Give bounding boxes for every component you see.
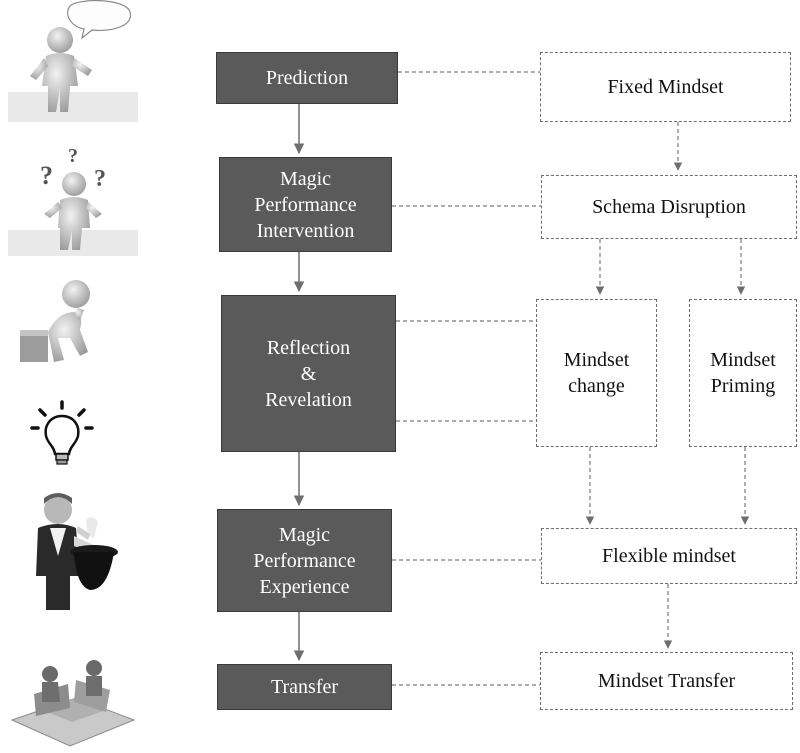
boy-magician-icon xyxy=(36,493,118,610)
puzzle-figures-icon xyxy=(10,660,136,747)
flexible-mindset-box: Flexible mindset xyxy=(541,528,797,584)
prediction-box: Prediction xyxy=(216,52,398,104)
mindset-change-box: Mindset change xyxy=(536,299,657,447)
lightbulb-icon xyxy=(30,400,94,465)
mindset-priming-box: Mindset Priming xyxy=(689,299,797,447)
svg-text:?: ? xyxy=(40,161,53,190)
thinking-figure-icon xyxy=(20,280,90,362)
mindset-transfer-box: Mindset Transfer xyxy=(540,652,793,710)
magic-intervention-box: Magic Performance Intervention xyxy=(219,157,392,252)
reflection-revelation-box: Reflection & Revelation xyxy=(221,295,396,452)
magic-experience-box: Magic Performance Experience xyxy=(217,509,392,612)
svg-text:?: ? xyxy=(94,166,106,192)
fixed-mindset-box: Fixed Mindset xyxy=(540,52,791,122)
transfer-box: Transfer xyxy=(217,664,392,710)
speaking-figure-icon xyxy=(8,0,138,122)
schema-disruption-box: Schema Disruption xyxy=(541,175,797,239)
svg-text:?: ? xyxy=(68,145,78,167)
confused-figure-icon: ? ? ? xyxy=(8,145,138,256)
